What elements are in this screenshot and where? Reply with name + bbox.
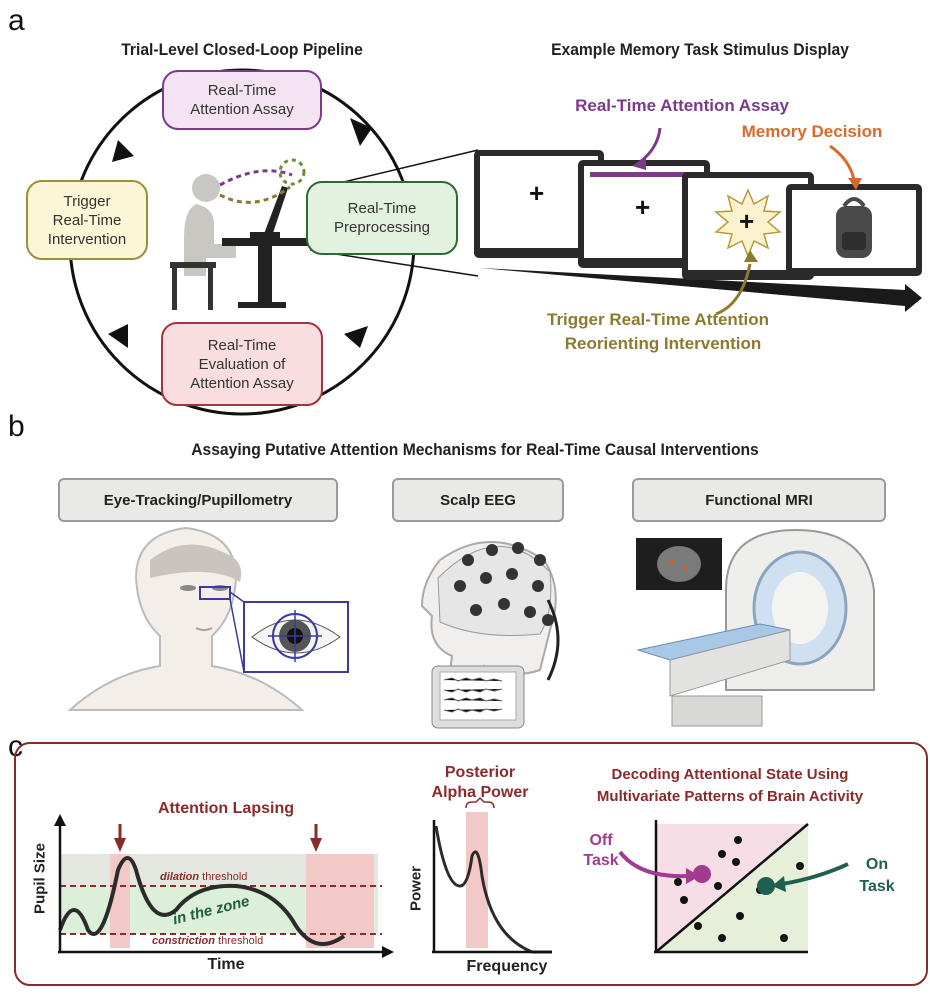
node-attention-assay: Real-Time Attention Assay: [162, 70, 322, 130]
panel-c-frame: [14, 742, 928, 986]
on-task-centroid: [757, 877, 775, 895]
fixation-cross-1: +: [529, 178, 545, 208]
pipeline-title: Trial-Level Closed-Loop Pipeline: [121, 40, 363, 59]
trigger-annotation-line2: Reorienting Intervention: [564, 334, 762, 353]
mri-scanner-illustration: [636, 528, 875, 727]
panel-c-plots: [54, 796, 849, 958]
pupil-xlabel: Time: [207, 956, 245, 973]
decoding-title-line1: Decoding Attentional State Using: [611, 766, 849, 783]
pupil-trace: [58, 856, 346, 946]
loop-arrow-top-left: [112, 140, 134, 162]
node-attention-assay-label: Real-Time Attention Assay: [190, 82, 294, 118]
loop-arrow-top-right: [350, 118, 372, 146]
node-preprocessing-label: Real-Time Preprocessing: [334, 200, 430, 236]
trigger-arrow: [715, 263, 752, 316]
alpha-ylabel: Power: [407, 866, 425, 912]
dilation-word: dilation: [160, 871, 200, 883]
dilation-suffix: threshold: [199, 871, 248, 883]
brain-scan-icon: [657, 546, 701, 582]
loop-arrow-bottom-left: [108, 324, 128, 348]
constriction-word: constriction: [152, 935, 215, 947]
decision-annotation: Memory Decision: [741, 122, 883, 141]
lapse-arrow-2: [310, 838, 322, 852]
assay-arrow: [639, 127, 662, 164]
node-evaluation-label: Real-Time Evaluation of Attention Assay: [190, 336, 294, 392]
fixation-cross-3: +: [739, 206, 755, 236]
method-fmri: Functional MRI: [632, 478, 886, 522]
off-task-centroid: [693, 865, 711, 883]
dilation-label: dilation threshold: [160, 871, 247, 883]
alpha-band: [466, 812, 488, 948]
off-task-label-line1: Off: [589, 832, 613, 849]
off-task-label-line2: Task: [583, 852, 619, 869]
eeg-head-illustration: [420, 541, 560, 729]
backpack-icon: [836, 197, 872, 258]
decision-arrow: [829, 144, 856, 181]
eye-zoom-inset: [199, 586, 349, 673]
constriction-suffix: threshold: [214, 935, 264, 947]
alpha-title-line1: Posterior: [444, 764, 516, 781]
pupil-ylabel: Pupil Size: [31, 843, 49, 914]
timeline-arrow: [480, 268, 922, 312]
alpha-xlabel: Frequency: [466, 958, 548, 975]
panel-b-letter: b: [8, 410, 25, 443]
decoding-plot: [618, 820, 849, 954]
node-preprocessing: Real-Time Preprocessing: [306, 181, 458, 255]
node-trigger-label: Trigger Real-Time Intervention: [47, 192, 127, 248]
on-task-label-line2: Task: [859, 878, 895, 895]
panel-a-letter: a: [8, 4, 25, 37]
node-evaluation: Real-Time Evaluation of Attention Assay: [161, 322, 323, 406]
decoding-points: [674, 836, 804, 942]
pupil-title: Attention Lapsing: [158, 800, 294, 817]
alpha-title-line2: Alpha Power: [431, 784, 529, 801]
panel-b-title: Assaying Putative Attention Mechanisms f…: [191, 440, 759, 459]
assay-annotation: Real-Time Attention Assay: [575, 96, 789, 115]
person-at-computer-icon: [170, 158, 308, 310]
loop-arrow-bottom-right: [344, 326, 368, 348]
spectrum-trace: [434, 825, 552, 954]
fixation-cross-2: +: [635, 192, 651, 222]
off-task-arrow: [618, 850, 689, 879]
node-trigger: Trigger Real-Time Intervention: [26, 180, 148, 260]
pupil-size-plot: [54, 814, 394, 958]
method-eye-tracking: Eye-Tracking/Pupillometry: [58, 478, 338, 522]
method-illustrations: [67, 526, 875, 729]
decoding-title-line2: Multivariate Patterns of Brain Activity: [596, 788, 864, 805]
display-title: Example Memory Task Stimulus Display: [551, 40, 849, 59]
lapse-arrow-1: [114, 838, 126, 852]
method-scalp-eeg: Scalp EEG: [392, 478, 564, 522]
alpha-power-plot: [432, 796, 552, 954]
constriction-label: constriction threshold: [152, 935, 263, 947]
stimulus-screen-4: [786, 184, 922, 276]
trigger-annotation-line1: Trigger Real-Time Attention: [547, 310, 769, 329]
lapse-band-2: [306, 854, 374, 948]
on-task-arrow: [781, 862, 849, 886]
on-task-label-line1: On: [865, 856, 889, 873]
